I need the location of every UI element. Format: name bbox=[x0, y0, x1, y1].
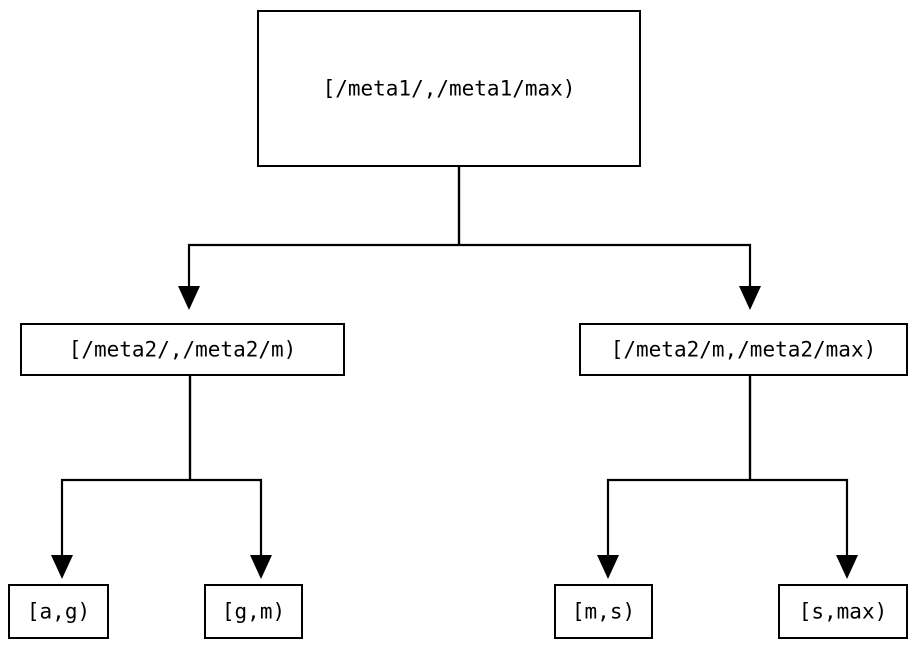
edge-path bbox=[187, 166, 461, 286]
node-root-label: [/meta1/,/meta1/max) bbox=[323, 77, 576, 101]
node-leaf-m-s-label: [m,s) bbox=[572, 600, 635, 624]
edge-path bbox=[606, 375, 752, 555]
node-leaf-m-s-box bbox=[554, 584, 653, 639]
node-mid-left[interactable]: [/meta2/,/meta2/m) bbox=[20, 323, 345, 376]
node-leaf-a-g-box bbox=[8, 584, 109, 639]
arrow-head-icon bbox=[597, 555, 619, 579]
arrow-head-icon bbox=[739, 286, 761, 310]
node-leaf-a-g[interactable]: [a,g) bbox=[8, 584, 109, 639]
edge-root-to-mid-right bbox=[457, 166, 761, 310]
edge-mid-left-to-leaf-gm bbox=[188, 375, 272, 579]
node-leaf-a-g-label: [a,g) bbox=[27, 600, 90, 624]
node-leaf-g-m-label: [g,m) bbox=[222, 600, 285, 624]
node-layer: [/meta1/,/meta1/max) [/meta2/,/meta2/m) … bbox=[8, 10, 908, 639]
node-leaf-s-max[interactable]: [s,max) bbox=[778, 584, 908, 639]
arrow-head-icon bbox=[836, 555, 858, 579]
node-mid-right-box bbox=[579, 323, 908, 376]
edge-root-to-mid-left bbox=[178, 166, 461, 310]
node-root-box bbox=[257, 10, 641, 167]
node-leaf-m-s[interactable]: [m,s) bbox=[554, 584, 653, 639]
edge-path bbox=[748, 375, 849, 555]
node-root[interactable]: [/meta1/,/meta1/max) bbox=[257, 10, 641, 167]
node-leaf-s-max-label: [s,max) bbox=[799, 600, 888, 624]
arrow-head-icon bbox=[250, 555, 272, 579]
node-leaf-g-m[interactable]: [g,m) bbox=[204, 584, 303, 639]
node-mid-left-box bbox=[20, 323, 345, 376]
edge-path bbox=[457, 166, 752, 286]
arrow-head-icon bbox=[51, 555, 73, 579]
node-mid-right[interactable]: [/meta2/m,/meta2/max) bbox=[579, 323, 908, 376]
node-mid-right-label: [/meta2/m,/meta2/max) bbox=[611, 338, 877, 362]
edge-mid-left-to-leaf-ag bbox=[51, 375, 192, 579]
node-mid-left-label: [/meta2/,/meta2/m) bbox=[69, 338, 297, 362]
node-leaf-s-max-box bbox=[778, 584, 908, 639]
node-leaf-g-m-box bbox=[204, 584, 303, 639]
arrow-head-icon bbox=[178, 286, 200, 310]
edge-path bbox=[188, 375, 263, 555]
edge-path bbox=[60, 375, 192, 555]
edge-layer bbox=[51, 166, 858, 579]
edge-mid-right-to-leaf-ms bbox=[597, 375, 752, 579]
edge-mid-right-to-leaf-smax bbox=[748, 375, 858, 579]
